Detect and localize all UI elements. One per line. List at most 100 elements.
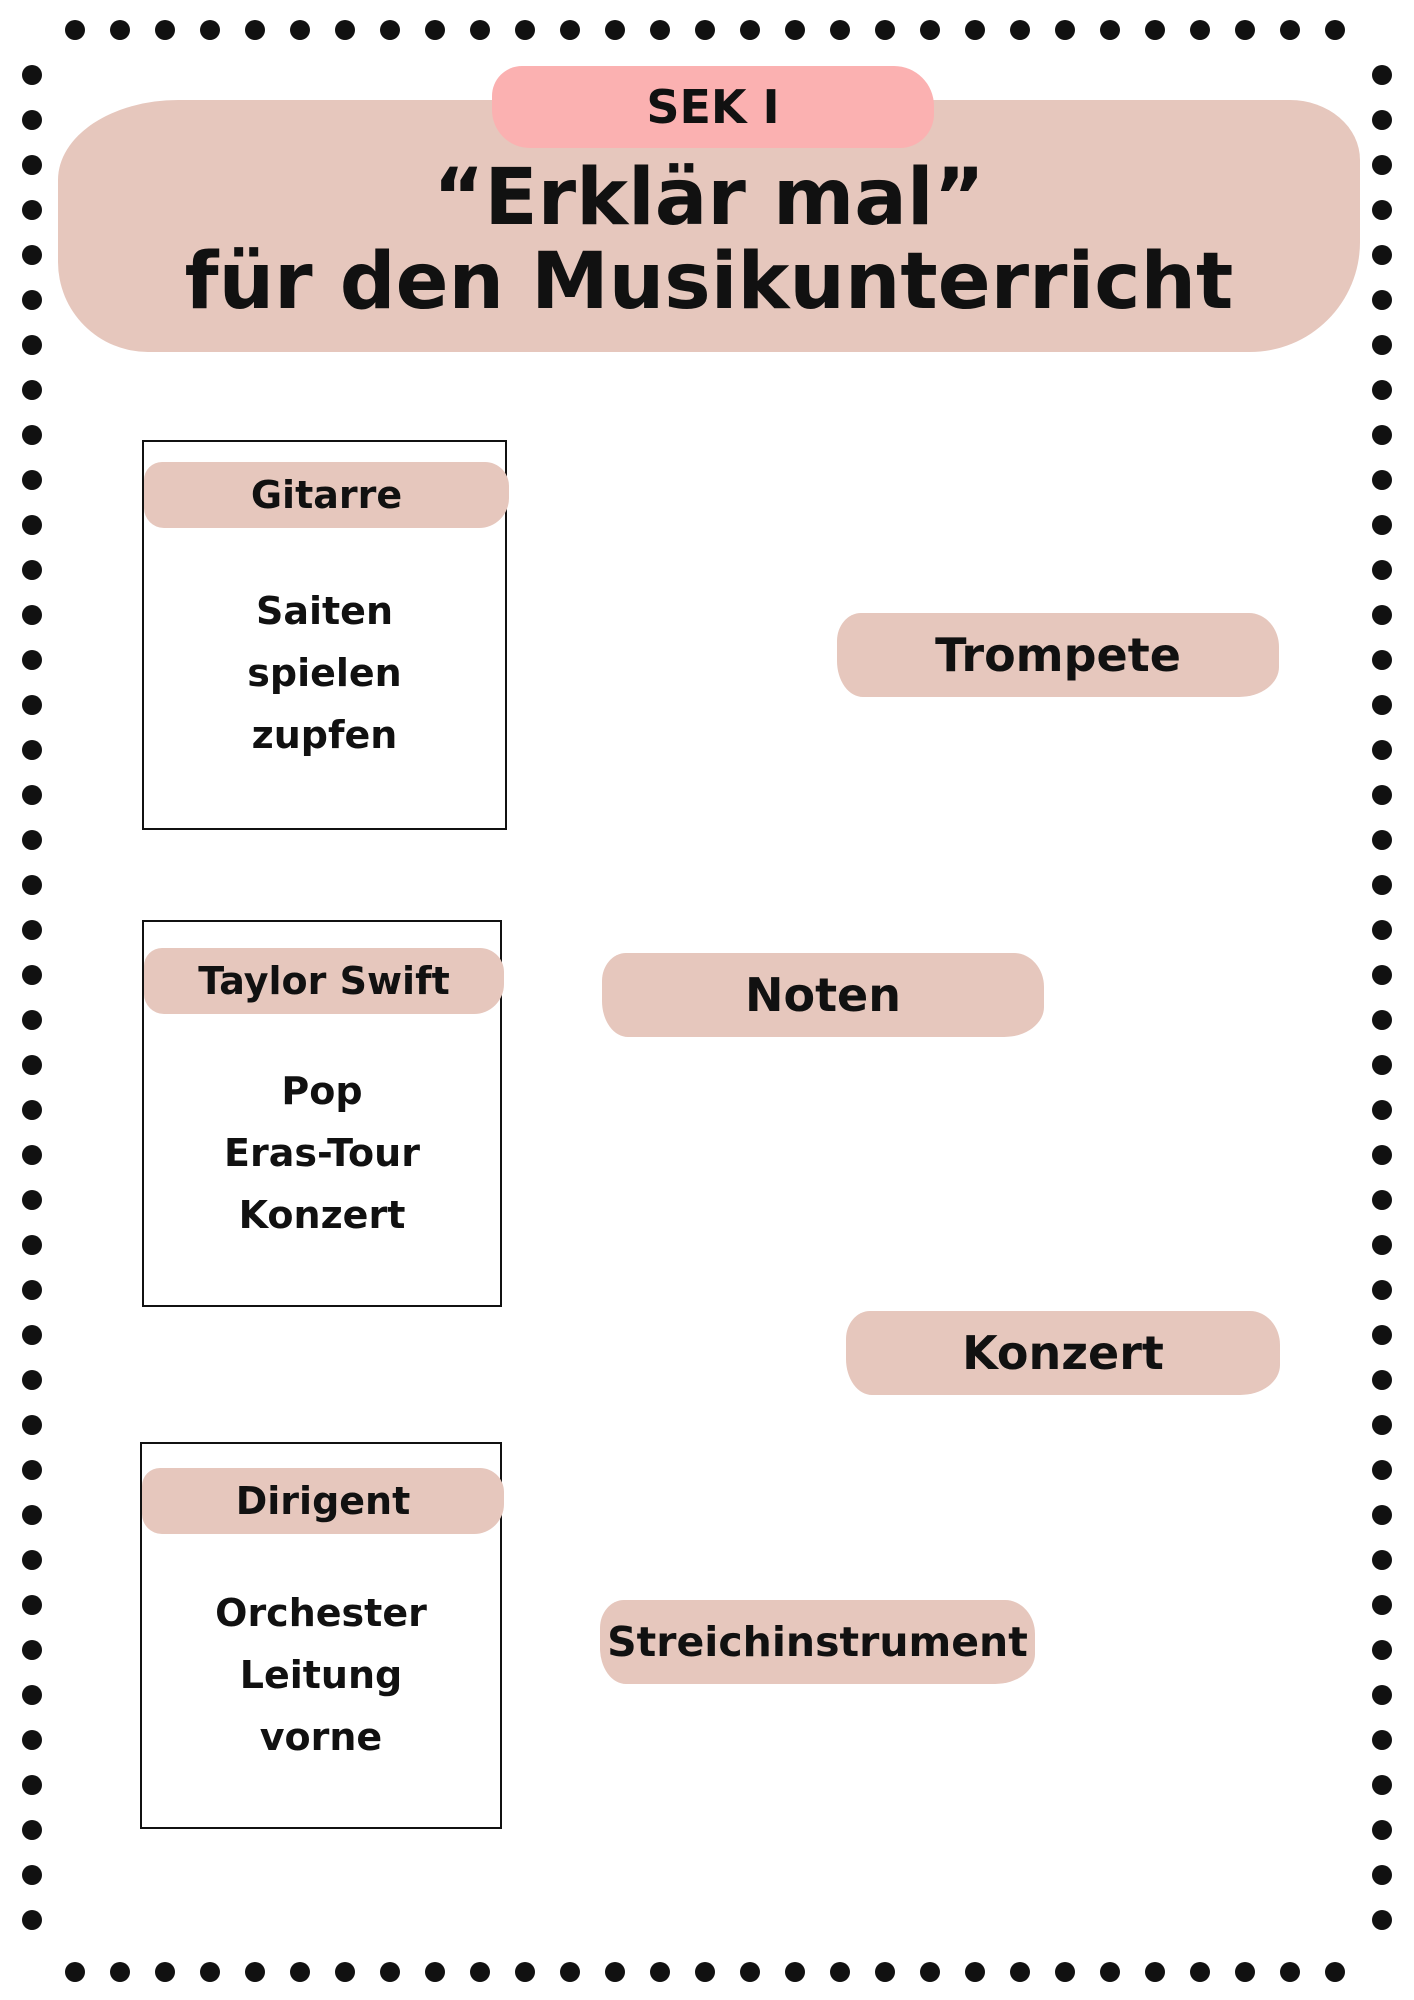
border-dot — [1372, 1280, 1392, 1300]
border-dot — [22, 155, 42, 175]
word-card-dirigent: Dirigent Orchester Leitung vorne — [140, 1442, 504, 1829]
border-dot — [22, 1100, 42, 1120]
border-dot — [110, 20, 130, 40]
border-dot — [965, 1962, 985, 1982]
border-dot — [1372, 1010, 1392, 1030]
border-dot — [1372, 695, 1392, 715]
border-dot — [740, 20, 760, 40]
border-dot — [1055, 1962, 1075, 1982]
border-dot — [1280, 20, 1300, 40]
border-dot — [22, 650, 42, 670]
card-word: Konzert — [238, 1193, 406, 1237]
border-dot — [875, 20, 895, 40]
border-dot — [695, 20, 715, 40]
border-dot — [830, 20, 850, 40]
border-dot — [1372, 1595, 1392, 1615]
border-dot — [605, 1962, 625, 1982]
border-dot — [1372, 1460, 1392, 1480]
border-dot — [740, 1962, 760, 1982]
word-card-taylor-swift: Taylor Swift Pop Eras-Tour Konzert — [142, 920, 504, 1307]
border-dot — [1372, 1235, 1392, 1255]
border-dot — [1372, 65, 1392, 85]
border-dot — [22, 1145, 42, 1165]
border-dot — [785, 20, 805, 40]
border-dot — [22, 1775, 42, 1795]
border-dot — [22, 1415, 42, 1435]
border-dot — [1372, 1325, 1392, 1345]
border-dot — [1372, 515, 1392, 535]
border-dot — [380, 1962, 400, 1982]
border-dot — [1372, 425, 1392, 445]
border-dot — [1372, 1055, 1392, 1075]
border-dot — [1372, 1775, 1392, 1795]
border-dot — [515, 1962, 535, 1982]
card-heading: Gitarre — [144, 462, 509, 528]
border-dot — [1372, 110, 1392, 130]
border-dot — [1372, 830, 1392, 850]
border-dot — [1372, 380, 1392, 400]
word-card-gitarre: Gitarre Saiten spielen zupfen — [142, 440, 509, 830]
border-dot — [1235, 1962, 1255, 1982]
card-word: Eras-Tour — [224, 1131, 420, 1175]
border-dot — [830, 1962, 850, 1982]
card-word-list: Pop Eras-Tour Konzert — [144, 1060, 500, 1246]
border-dot — [22, 1370, 42, 1390]
border-dot — [22, 425, 42, 445]
term-noten: Noten — [602, 953, 1044, 1037]
border-dot — [650, 1962, 670, 1982]
border-dot — [22, 290, 42, 310]
border-dot — [335, 1962, 355, 1982]
border-dot — [1372, 1370, 1392, 1390]
border-dot — [1372, 1415, 1392, 1435]
border-dot — [22, 740, 42, 760]
border-dot — [1372, 740, 1392, 760]
border-dot — [155, 20, 175, 40]
border-dot — [1280, 1962, 1300, 1982]
border-dot — [470, 20, 490, 40]
border-dot — [245, 20, 265, 40]
border-dot — [22, 1010, 42, 1030]
border-dot — [22, 470, 42, 490]
border-dot — [425, 1962, 445, 1982]
border-dot — [1010, 1962, 1030, 1982]
border-dot — [1372, 1910, 1392, 1930]
border-dot — [1372, 335, 1392, 355]
border-dot — [65, 20, 85, 40]
level-badge: SEK I — [492, 66, 934, 148]
card-heading: Taylor Swift — [144, 948, 504, 1014]
border-dot — [22, 335, 42, 355]
border-dot — [1372, 965, 1392, 985]
border-dot — [22, 65, 42, 85]
border-dot — [22, 875, 42, 895]
border-dot — [22, 1190, 42, 1210]
border-dot — [335, 20, 355, 40]
border-dot — [470, 1962, 490, 1982]
border-dot — [22, 1280, 42, 1300]
border-dot — [1372, 875, 1392, 895]
border-dot — [1372, 1865, 1392, 1885]
border-dot — [22, 1505, 42, 1525]
border-dot — [22, 110, 42, 130]
border-dot — [1372, 1100, 1392, 1120]
border-dot — [245, 1962, 265, 1982]
border-dot — [65, 1962, 85, 1982]
border-dot — [695, 1962, 715, 1982]
border-dot — [560, 20, 580, 40]
border-dot — [1010, 20, 1030, 40]
card-word: Saiten — [255, 589, 394, 633]
border-dot — [1100, 1962, 1120, 1982]
border-dot — [1372, 1505, 1392, 1525]
border-dot — [22, 1325, 42, 1345]
border-dot — [1372, 1550, 1392, 1570]
border-dot — [1145, 20, 1165, 40]
border-dot — [22, 605, 42, 625]
title-line-2: für den Musikunterricht — [184, 237, 1234, 327]
border-dot — [22, 920, 42, 940]
card-word: spielen — [247, 651, 402, 695]
term-trompete: Trompete — [837, 613, 1279, 697]
border-dot — [1235, 20, 1255, 40]
border-dot — [380, 20, 400, 40]
border-dot — [22, 1865, 42, 1885]
border-dot — [1325, 20, 1345, 40]
border-dot — [22, 830, 42, 850]
